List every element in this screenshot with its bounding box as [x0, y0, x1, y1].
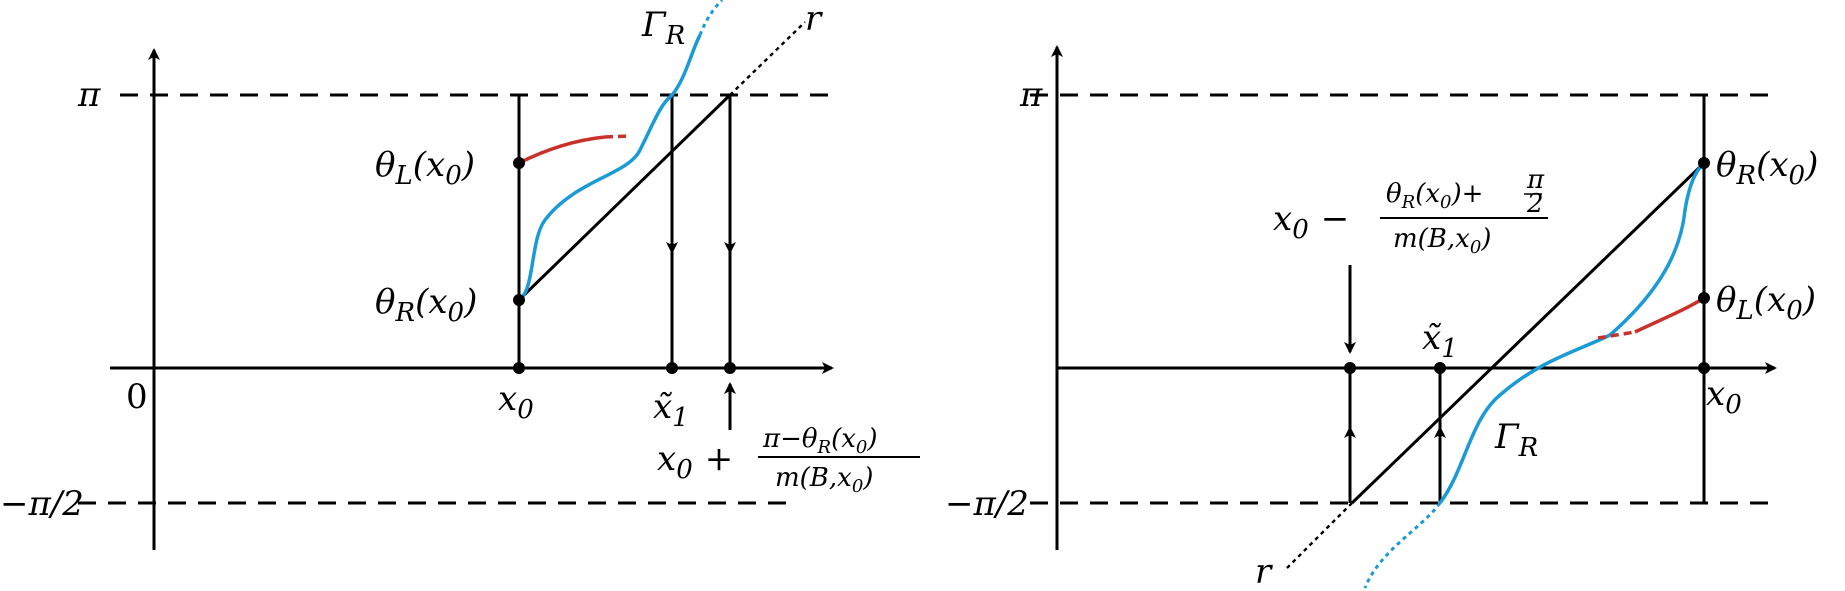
right-gamma-r-curve-dashed: [1363, 502, 1442, 589]
right-r-label: r: [1255, 552, 1273, 591]
left-theta-l-curve-dashed: [604, 134, 631, 139]
left-theta-r-dot: [513, 294, 525, 306]
left-line-r: [517, 93, 732, 302]
right-theta-l-curve-dashed: [1597, 330, 1636, 340]
right-theta-r-label: θR(x0): [1716, 145, 1818, 191]
right-neg-half-pi-label: −π/2: [945, 484, 1029, 524]
left-origin-label: 0: [126, 377, 148, 417]
left-theta-l-dot: [513, 157, 525, 169]
left-theta-r-label: θR(x0): [375, 282, 477, 328]
right-x1-dot: [1434, 362, 1446, 374]
right-gamma-r-curve: [1438, 161, 1706, 505]
left-line-r-extension: [729, 21, 806, 96]
left-x0-label: x0: [498, 379, 534, 425]
right-bound-dot: [1344, 362, 1356, 374]
left-formula: x0+ π−θR(x0) m(B,x0): [657, 424, 920, 497]
left-bound-dot: [724, 362, 736, 374]
svg-text:x0−: x0−: [1273, 199, 1349, 245]
right-pi-label: π: [1019, 75, 1043, 115]
left-x0-dot: [513, 362, 525, 374]
left-x1-dot: [666, 362, 678, 374]
left-gamma-label: ΓR: [641, 5, 685, 51]
left-theta-l-curve: [518, 135, 606, 165]
right-panel: [1030, 45, 1780, 589]
right-x1-label: x̃1: [1422, 318, 1458, 364]
svg-text:π: π: [1526, 165, 1545, 195]
right-theta-l-label: θL(x0): [1716, 280, 1816, 326]
svg-text:2: 2: [1526, 189, 1544, 219]
left-x1-label: x̃1: [653, 387, 689, 433]
left-gamma-r-curve: [517, 34, 702, 302]
svg-text:x0+: x0+: [657, 439, 733, 485]
right-x0-dot: [1698, 362, 1710, 374]
right-theta-r-dot: [1698, 157, 1710, 169]
right-line-r-extension: [1284, 502, 1353, 571]
left-pi-label: π: [77, 75, 101, 115]
svg-text:m(B,x0): m(B,x0): [1393, 224, 1491, 258]
left-gamma-r-curve-dashed: [698, 0, 724, 36]
svg-text:π−θR(x0): π−θR(x0): [762, 424, 878, 458]
left-panel: [78, 0, 835, 550]
left-r-label: r: [805, 0, 823, 39]
left-neg-half-pi-label: −π/2: [0, 484, 84, 524]
right-x0-label: x0: [1706, 374, 1742, 420]
right-gamma-label: ΓR: [1494, 417, 1538, 463]
right-theta-l-dot: [1698, 292, 1710, 304]
right-theta-l-curve: [1634, 296, 1705, 334]
svg-text:m(B,x0): m(B,x0): [775, 463, 873, 497]
left-theta-l-label: θL(x0): [375, 145, 475, 191]
right-line-r: [1350, 161, 1706, 505]
svg-text:θR(x0)+: θR(x0)+: [1386, 179, 1483, 213]
right-formula: x0− θR(x0)+ π 2 m(B,x0): [1273, 165, 1548, 258]
